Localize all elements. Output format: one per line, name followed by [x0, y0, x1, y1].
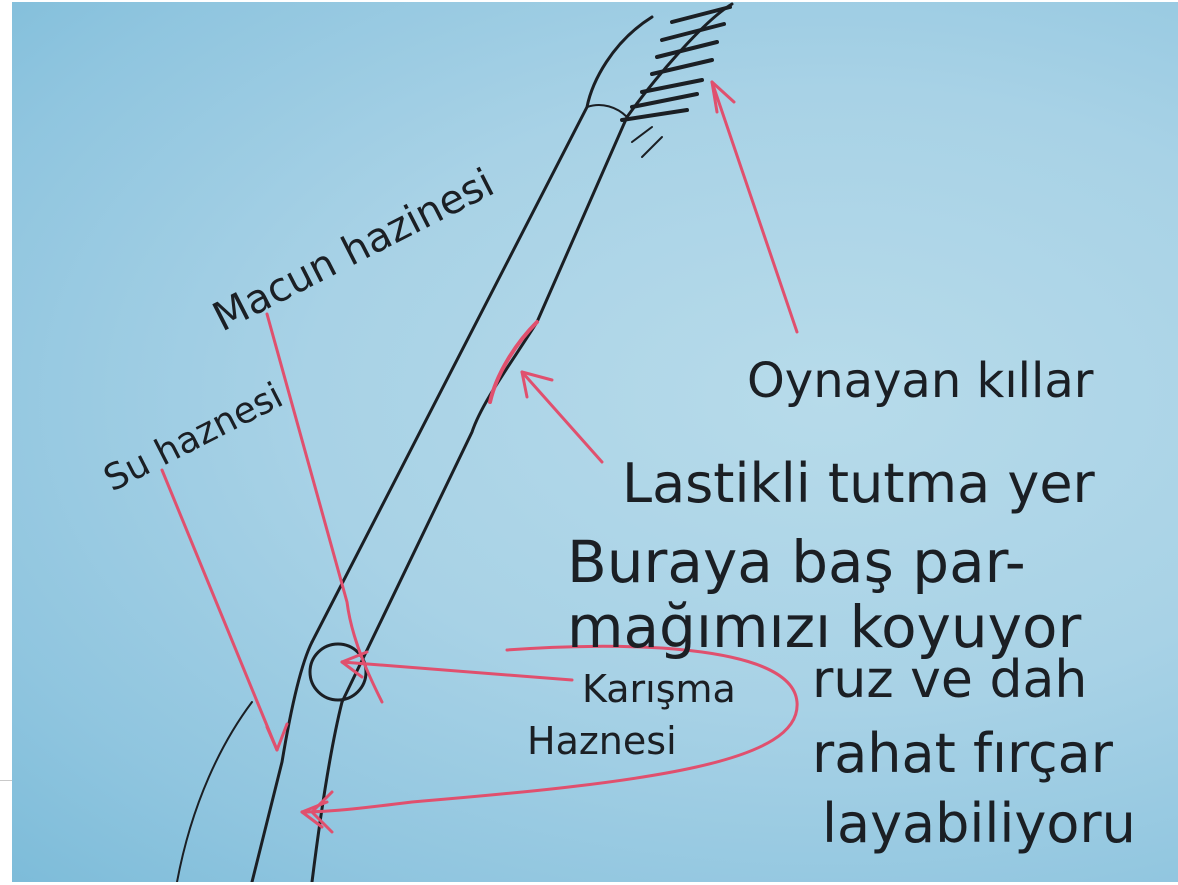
lastikli-line-6: layabiliyoru — [822, 792, 1136, 855]
macun-haznesi-label: Macun hazinesi — [206, 160, 502, 341]
label-macun: Macun hazinesi — [206, 160, 502, 341]
left-page-margin — [0, 0, 12, 885]
karisma-label-line-1: Karışma — [582, 667, 736, 711]
oynayan-killar-label: Oynayan kıllar — [747, 353, 1094, 409]
su-haznesi-label: Su haznesi — [97, 375, 289, 500]
karisma-label-line-2: Haznesi — [527, 719, 677, 763]
label-su: Su haznesi — [97, 375, 289, 500]
lastikli-line-5: rahat fırçar — [812, 722, 1114, 785]
lastikli-text-block: Lastikli tutma yer Buraya baş par- mağım… — [567, 452, 1136, 855]
scan-line — [0, 780, 12, 781]
toothbrush-drawing: Macun hazinesi Su haznesi Oynayan kıllar… — [12, 2, 1178, 882]
drawing-photo: Macun hazinesi Su haznesi Oynayan kıllar… — [12, 2, 1178, 882]
lastikli-line-1: Lastikli tutma yer — [622, 452, 1096, 515]
lastikli-line-4: ruz ve dah — [812, 650, 1087, 710]
lastikli-line-2: Buraya baş par- — [567, 528, 1026, 596]
